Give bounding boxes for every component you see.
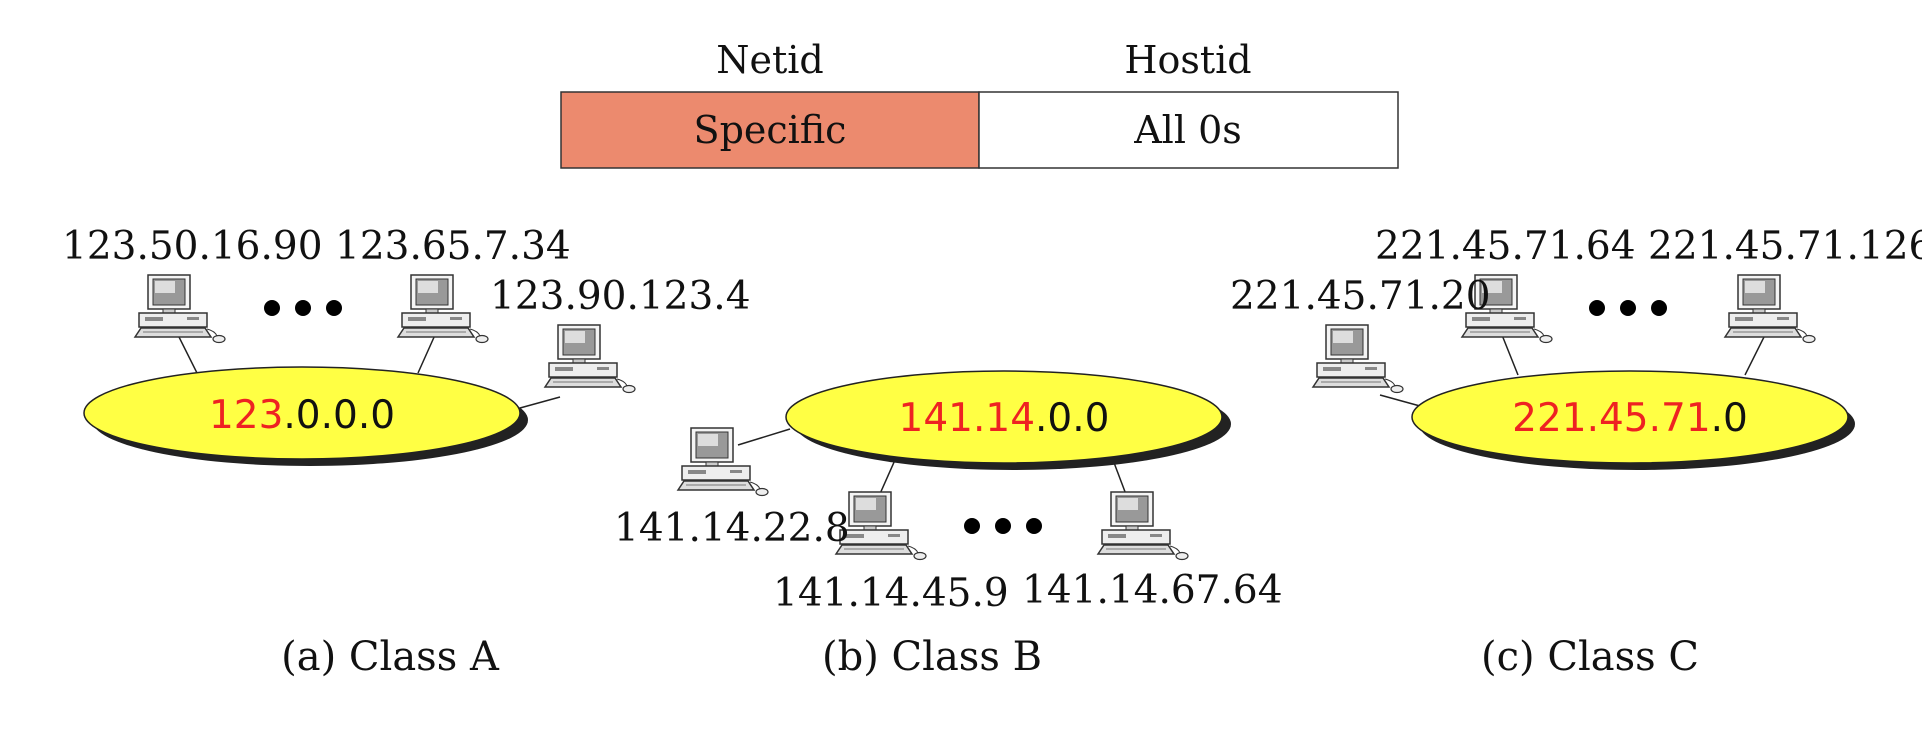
hostid-part: .0.0 xyxy=(1035,396,1109,441)
host-label: 141.14.67.64 xyxy=(1022,568,1283,613)
host-label: 221.45.71.126 xyxy=(1648,224,1922,269)
network-address: 141.14.0.0 xyxy=(899,396,1110,441)
ellipsis-icon xyxy=(964,518,1042,534)
computer-icon xyxy=(1312,324,1404,394)
computer-icon xyxy=(1097,491,1189,561)
host-label: 123.50.16.90 xyxy=(62,224,323,269)
network-ellipse xyxy=(785,370,1223,464)
address-format: Netid Hostid Specific All 0s xyxy=(560,38,1399,169)
hostid-box xyxy=(978,91,1399,169)
hostid-value: All 0s xyxy=(1133,108,1242,152)
class-a-network: 123.0.0.0 123.50.16.90 123.65.7.34 123.9… xyxy=(62,224,751,680)
netid-value: Specific xyxy=(694,108,847,152)
class-c-network: 221.45.71.0 221.45.71.20 221.45.71.64 22… xyxy=(1230,224,1922,680)
ellipsis-icon xyxy=(1589,300,1667,316)
network-address: 221.45.71.0 xyxy=(1512,396,1748,441)
netid-box xyxy=(560,91,980,169)
computer-icon xyxy=(677,427,769,497)
host-label: 221.45.71.20 xyxy=(1230,274,1491,319)
hostid-part: .0.0.0 xyxy=(283,393,395,438)
network-address: 123.0.0.0 xyxy=(209,393,395,438)
host-label: 123.90.123.4 xyxy=(490,274,751,319)
class-a-caption: (a) Class A xyxy=(281,634,500,680)
computer-icon xyxy=(1724,274,1816,344)
network-ellipse xyxy=(83,366,521,460)
class-b-caption: (b) Class B xyxy=(822,634,1042,680)
network-ellipse xyxy=(1411,370,1849,464)
host-label: 141.14.22.8 xyxy=(614,506,850,551)
host-label: 123.65.7.34 xyxy=(335,224,571,269)
ellipsis-icon xyxy=(264,300,342,316)
hostid-header: Hostid xyxy=(1124,38,1251,82)
netid-part: 221.45.71 xyxy=(1512,396,1711,441)
computer-icon xyxy=(544,324,636,394)
computer-icon xyxy=(134,274,226,344)
computer-icon xyxy=(397,274,489,344)
class-c-caption: (c) Class C xyxy=(1481,634,1699,680)
host-label: 141.14.45.9 xyxy=(773,571,1009,616)
host-label: 221.45.71.64 xyxy=(1375,224,1636,269)
class-b-network: 141.14.0.0 141.14.22.8 141.14.45.9 141.1… xyxy=(614,370,1283,680)
netid-header: Netid xyxy=(716,38,824,82)
netid-part: 141.14 xyxy=(899,396,1035,441)
netid-part: 123 xyxy=(209,393,283,438)
hostid-part: .0 xyxy=(1711,396,1748,441)
